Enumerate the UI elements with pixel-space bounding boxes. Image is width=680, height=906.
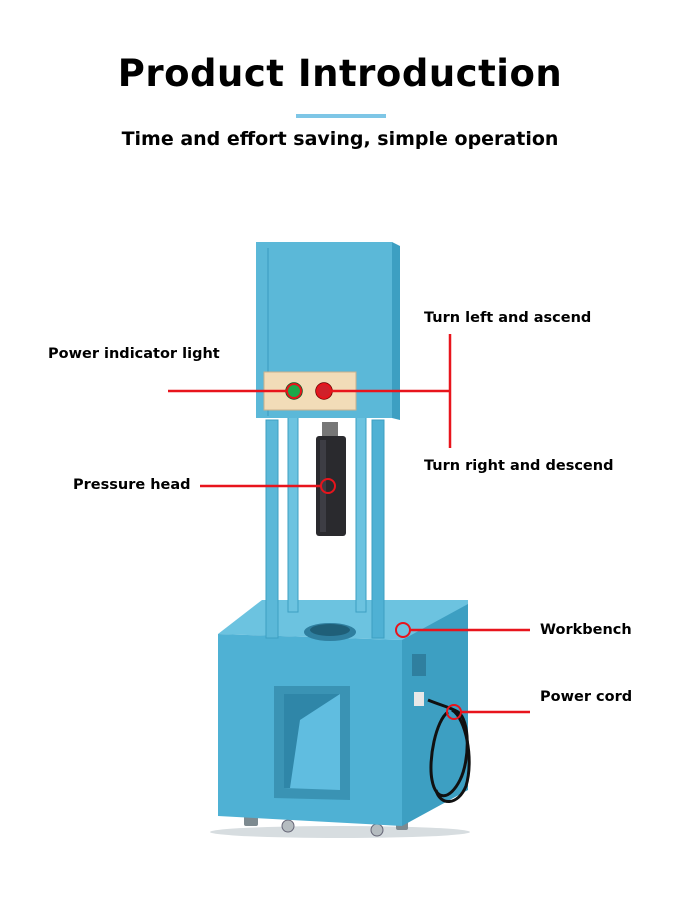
power-cord	[427, 698, 471, 803]
turn-right-label: Turn right and descend	[424, 458, 614, 474]
power-indicator-label: Power indicator light	[48, 346, 220, 362]
floor-shadow	[210, 826, 470, 838]
workbench-label: Workbench	[540, 622, 632, 638]
callout-markers	[286, 383, 462, 720]
page-title: Product Introduction	[117, 52, 563, 95]
callout-lines	[168, 334, 530, 714]
title-underline	[296, 114, 386, 118]
upper-housing	[256, 242, 400, 420]
turn-left-label: Turn left and ascend	[424, 310, 592, 326]
power-cord-label: Power cord	[540, 689, 633, 705]
pressure-head	[316, 422, 346, 536]
base-cabinet	[218, 600, 468, 826]
page-subtitle: Time and effort saving, simple operation	[121, 128, 559, 150]
pressure-head-label: Pressure head	[73, 477, 191, 493]
